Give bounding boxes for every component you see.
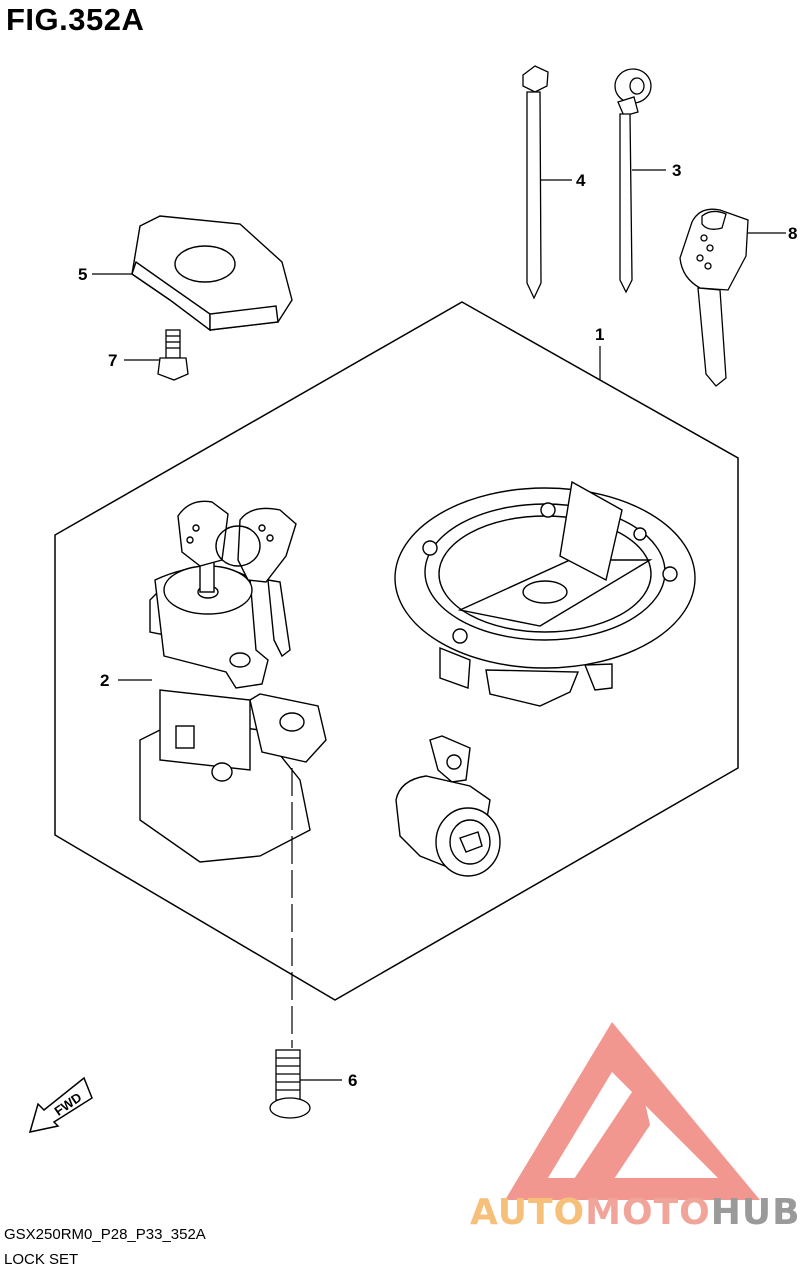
- screw-6: [269, 1049, 311, 1119]
- watermark-auto: AUTO: [470, 1192, 586, 1233]
- watermark-hub: HUB: [710, 1192, 800, 1233]
- lock-set-outline: [54, 301, 739, 1001]
- callout-6: 6: [348, 1071, 357, 1090]
- figure-code: GSX250RM0_P28_P33_352A: [4, 1226, 206, 1243]
- figure-name: LOCK SET: [4, 1251, 79, 1268]
- callout-5: 5: [78, 265, 87, 284]
- watermark-text: AUTOMOTOHUB: [470, 1192, 800, 1233]
- cable-tie-4: [522, 65, 549, 300]
- callout-1: 1: [595, 325, 604, 344]
- watermark-logo: [505, 1022, 760, 1200]
- cover-5: [131, 215, 293, 332]
- seat-lock: [395, 735, 501, 877]
- fuel-cap: [394, 480, 696, 707]
- key-8: [679, 208, 749, 387]
- callout-2: 2: [100, 671, 109, 690]
- callout-4: 4: [576, 171, 586, 190]
- callout-7: 7: [108, 351, 117, 370]
- watermark-moto: MOTO: [585, 1192, 711, 1233]
- callout-3: 3: [672, 161, 681, 180]
- fwd-arrow: FWD: [28, 1076, 93, 1133]
- leader-lines: [92, 169, 786, 1081]
- callout-8: 8: [788, 224, 797, 243]
- figure-title: FIG.352A: [6, 2, 145, 37]
- ignition-switch-2: [139, 500, 327, 863]
- bolt-7: [157, 329, 189, 381]
- cable-tie-3: [614, 68, 652, 294]
